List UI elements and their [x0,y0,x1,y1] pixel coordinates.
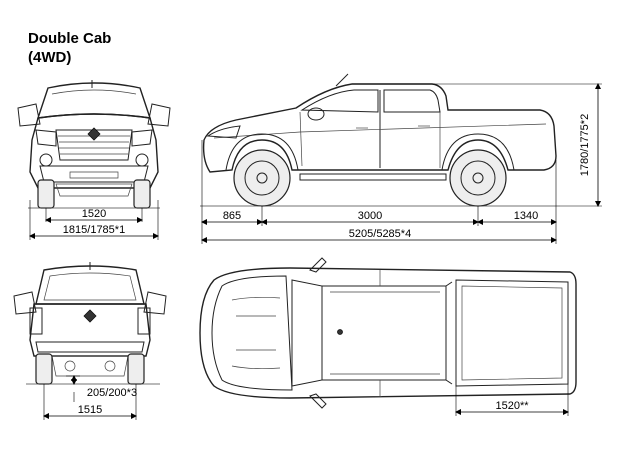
wheelbase-label: 3000 [358,210,382,222]
ground-clearance-label: 205/200*3 [87,387,137,399]
front-view [17,80,171,240]
rear-view [13,262,167,420]
side-view [200,73,602,244]
front-overall-width-label: 1815/1785*1 [63,224,125,236]
overall-height-label: 1780/1775*2 [579,114,591,176]
rear-overhang-label: 1340 [514,210,538,222]
top-view [199,257,577,416]
title-line-1: Double Cab [28,30,112,47]
bed-length-label: 1520** [495,400,529,412]
front-track-label: 1520 [82,208,106,220]
title-line-2: (4WD) [28,49,72,66]
rear-track-label: 1515 [78,404,102,416]
overall-length-label: 5205/5285*4 [349,228,411,240]
front-overhang-label: 865 [223,210,241,222]
